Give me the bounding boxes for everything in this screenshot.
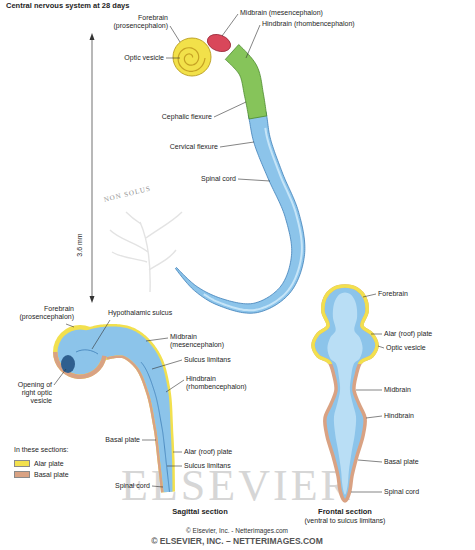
leader-line <box>351 492 382 493</box>
leader-line <box>214 102 246 117</box>
optic-vesicle-opening <box>61 355 75 373</box>
part-label: Forebrain (prosencephalon) <box>8 305 74 321</box>
leader-line <box>170 26 180 42</box>
leader-line <box>378 346 384 348</box>
part-label: Basal plate <box>384 458 419 466</box>
leader-line <box>173 452 182 453</box>
part-label: Basal plate <box>105 436 140 444</box>
dimension-label: 3.6 mm <box>76 233 84 256</box>
part-label: Alar (roof) plate <box>184 448 232 456</box>
part-label: Spinal cord <box>115 482 150 490</box>
leader-line <box>222 14 238 36</box>
sagittal-basal-rim <box>53 352 107 379</box>
leader-line <box>92 320 110 349</box>
part-label: Optic vesicle <box>124 54 164 62</box>
tree-watermark <box>146 212 182 238</box>
part-label: Optic vesicle <box>386 344 426 352</box>
tree-watermark <box>126 212 141 224</box>
legend-swatch <box>14 471 30 478</box>
part-label: Hindbrain <box>384 412 414 420</box>
leader-line <box>371 334 382 335</box>
part-label: Hypothalamic sulcus <box>108 309 172 317</box>
legend-swatch <box>14 460 30 467</box>
leader-line <box>238 179 270 181</box>
tree-watermark <box>112 252 147 262</box>
part-label: Spinal cord <box>384 488 419 496</box>
leader-line <box>363 294 376 297</box>
part-label: Alar (roof) plate <box>384 330 432 338</box>
legend-text: Alar plate <box>34 460 64 467</box>
part-label: Hindbrain (rhombencephalon) <box>186 375 258 391</box>
part-label: Cervical flexure <box>170 143 218 151</box>
spinal-cord-highlight <box>204 128 302 310</box>
leader-line <box>54 369 66 385</box>
leader-line <box>246 25 260 58</box>
leader-line <box>166 380 184 392</box>
section-title: Frontal section <box>318 508 372 517</box>
arrowhead <box>90 33 95 40</box>
leader-line <box>142 440 156 441</box>
watermark: ELSEVIER <box>121 464 353 508</box>
figure-title: Central nervous system at 28 days <box>6 2 129 11</box>
copyright-note: © ELSEVIER, INC. – NETTERIMAGES.COM <box>151 537 323 547</box>
optic-vesicle-spiral <box>178 48 205 72</box>
part-label: Opening of right optic vesicle <box>6 381 52 405</box>
leader-line <box>66 324 74 327</box>
part-label: Spinal cord <box>201 175 236 183</box>
hindbrain-region <box>225 45 266 119</box>
tree-watermark <box>140 222 150 292</box>
legend-heading: In these sections: <box>14 446 68 454</box>
part-label: Midbrain (mesencephalon) <box>170 333 232 349</box>
leader-line <box>146 338 168 341</box>
leader-line <box>356 390 382 391</box>
leader-line <box>152 360 182 369</box>
frontal-alar-rim <box>313 286 377 364</box>
dimension-line <box>92 36 93 300</box>
forebrain-region <box>173 38 211 76</box>
legend-row: Alar plate <box>14 458 64 468</box>
legend-text: Basal plate <box>34 471 69 478</box>
section-title: Sagittal section <box>172 508 227 517</box>
part-label: Midbrain (mesencephalon) <box>240 9 323 17</box>
part-label: Forebrain <box>378 290 408 298</box>
part-label: Forebrain (prosencephalon) <box>102 14 168 30</box>
section-subtitle: (ventral to sulcus limitans) <box>305 517 386 525</box>
hypothalamic-sulcus-line <box>76 350 98 354</box>
arrowhead <box>90 296 95 303</box>
tree-watermark <box>110 230 148 252</box>
part-label: Cephalic flexure <box>162 113 212 121</box>
leader-line <box>366 416 382 418</box>
leader-line <box>166 58 180 59</box>
leader-line <box>358 460 382 462</box>
part-label: Sulcus limitans <box>184 462 231 470</box>
part-label: Hindbrain (rhombencephalon) <box>262 20 355 28</box>
part-label: Midbrain <box>384 386 411 394</box>
spinal-cord-tube <box>175 112 304 313</box>
legend-row: Basal plate <box>14 469 69 479</box>
part-label: Sulcus limitans <box>184 356 231 364</box>
motto-watermark: NON SOLUS <box>103 184 152 203</box>
leader-line <box>220 142 254 147</box>
tree-watermark <box>149 250 176 270</box>
copyright-note: © Elsevier, Inc. - Netterimages.com <box>186 527 288 534</box>
